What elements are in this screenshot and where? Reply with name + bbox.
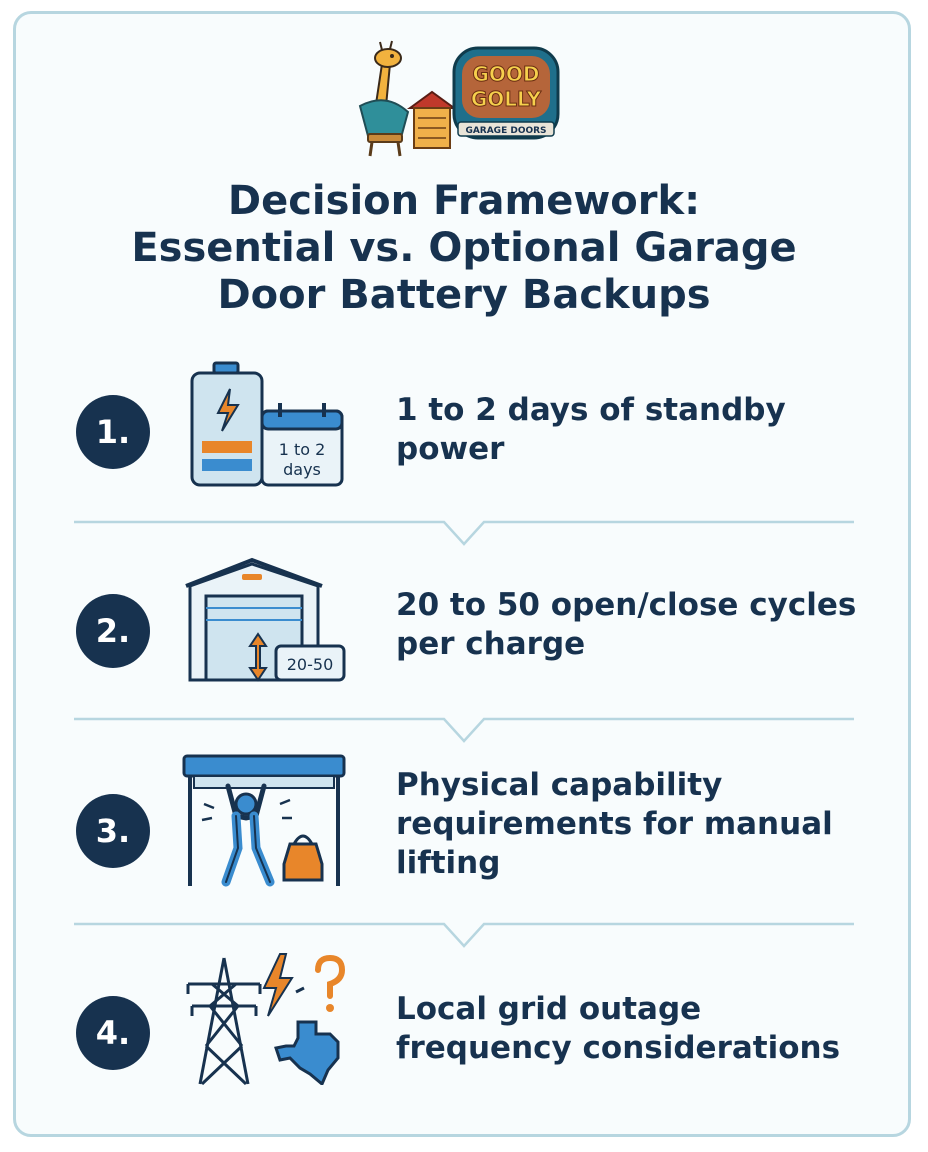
item-number-badge: 1. xyxy=(76,395,150,469)
page-title: Decision Framework: Essential vs. Option… xyxy=(60,178,868,319)
calendar-badge-line-1: 1 to 2 xyxy=(279,440,326,459)
item-number-badge: 4. xyxy=(76,996,150,1070)
framework-item-3: 3. Physical capability requirements for … xyxy=(0,752,928,912)
title-line-1: Decision Framework: xyxy=(227,178,701,224)
calendar-badge-line-2: days xyxy=(283,460,321,479)
item-number-badge: 2. xyxy=(76,594,150,668)
section-divider xyxy=(74,922,854,948)
logo-tagline: GARAGE DOORS xyxy=(465,126,546,136)
title-line-3: Door Battery Backups xyxy=(217,272,711,318)
item-label: 1 to 2 days of standby power xyxy=(396,392,786,467)
item-number-badge: 3. xyxy=(76,794,150,868)
section-divider xyxy=(74,520,854,546)
texas-map-icon xyxy=(274,1020,340,1085)
battery-calendar-icon: 1 to 2 days xyxy=(190,361,344,487)
good-golly-logo: GOOD GOLLY GARAGE DOORS xyxy=(358,40,560,157)
power-tower-icon xyxy=(186,957,262,1085)
framework-item-4: 4. Local grid outage frequency considera… xyxy=(0,950,928,1110)
logo-word-golly: GOLLY xyxy=(471,87,542,111)
item-label: Local grid outage frequency consideratio… xyxy=(396,991,841,1066)
logo-word-good: GOOD xyxy=(472,62,539,86)
power-grid-outage-icon xyxy=(186,953,346,1085)
infographic-card xyxy=(13,11,911,1137)
title-line-2: Essential vs. Optional Garage xyxy=(131,225,797,271)
garage-house-icon xyxy=(406,90,458,149)
section-divider xyxy=(74,717,854,743)
manual-lifting-icon xyxy=(182,754,346,887)
framework-item-1: 1. 1 to 2 days 1 to 2 days of standby po… xyxy=(0,355,928,515)
cycles-badge: 20-50 xyxy=(287,655,334,674)
garage-cycles-icon: 20-50 xyxy=(185,557,346,682)
framework-item-2: 2. 20-50 20 to 50 open/close cycles per … xyxy=(0,556,928,716)
giraffe-mascot-icon xyxy=(358,40,410,157)
item-label: 20 to 50 open/close cycles per charge xyxy=(396,587,857,662)
item-label: Physical capability requirements for man… xyxy=(396,767,833,881)
